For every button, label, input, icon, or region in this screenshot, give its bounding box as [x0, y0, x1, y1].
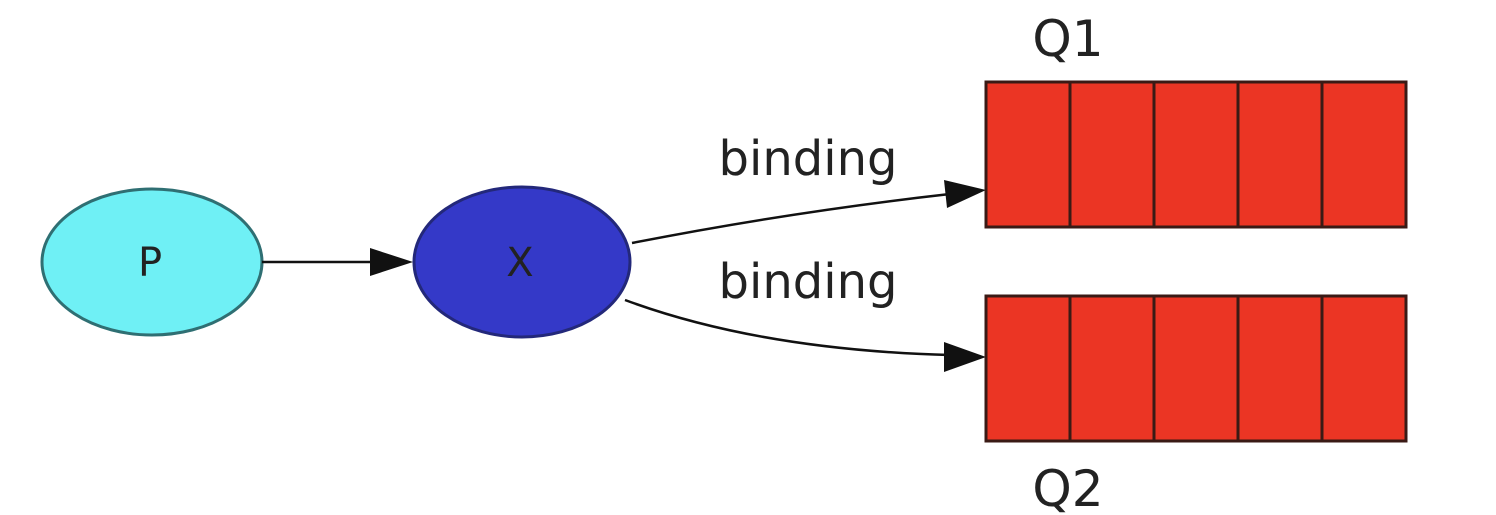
queue-q2-slot: [1152, 294, 1240, 443]
queue-q1-slots: [984, 80, 1408, 229]
exchange-label: X: [506, 240, 533, 286]
queue-q1-slot: [984, 80, 1072, 229]
queue-q1-slot: [1236, 80, 1324, 229]
edge-q1-label: binding: [719, 131, 898, 187]
exchange-node: X: [412, 185, 632, 339]
edge-exchange-q2: [624, 298, 951, 357]
queue-q2-slot: [984, 294, 1072, 443]
arrowhead-exchange: [370, 248, 413, 276]
queue-q2: Q2: [984, 294, 1408, 515]
edge-q2-label: binding: [719, 254, 898, 310]
edge-exchange-q1: [631, 192, 951, 245]
queue-q2-slots: [984, 294, 1408, 443]
queue-q2-slot: [1320, 294, 1408, 443]
queue-q1: Q1: [984, 10, 1408, 229]
producer-node: P: [40, 187, 264, 337]
queue-q1-slot: [1068, 80, 1156, 229]
queue-q1-label: Q1: [1032, 10, 1103, 68]
queue-q1-slot: [1152, 80, 1240, 229]
arrowhead-q2: [944, 342, 986, 372]
arrowhead-q1: [944, 180, 986, 208]
producer-label: P: [138, 240, 162, 286]
queue-q2-slot: [1236, 294, 1324, 443]
queue-q1-slot: [1320, 80, 1408, 229]
queue-q2-label: Q2: [1032, 460, 1103, 515]
exchange-ellipse: [412, 185, 632, 339]
queue-q2-slot: [1068, 294, 1156, 443]
